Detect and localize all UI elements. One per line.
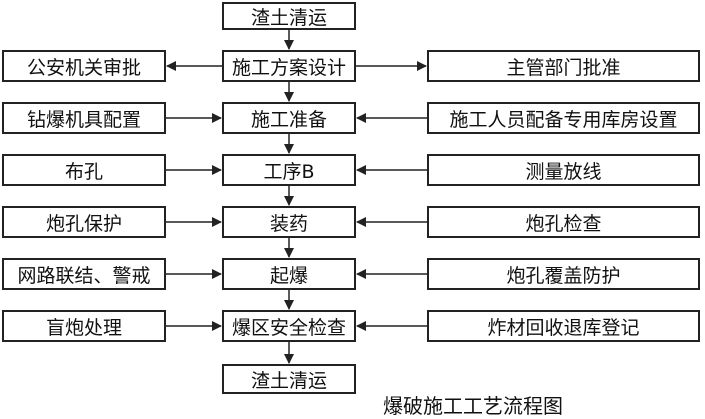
step-inspection: 爆区安全检查	[222, 310, 356, 342]
step-design: 施工方案设计	[222, 50, 356, 82]
left-item-hole-layout: 布孔	[2, 154, 166, 186]
step-clear-top: 渣土清运	[222, 2, 356, 30]
step-prep: 施工准备	[222, 102, 356, 134]
left-item-network-warning: 网路联结、警戒	[2, 258, 166, 290]
step-blasting: 起爆	[222, 258, 356, 290]
step-charging: 装药	[222, 206, 356, 238]
right-item-authority-approval: 主管部门批准	[427, 50, 700, 82]
right-item-cover-protection: 炮孔覆盖防护	[427, 258, 700, 290]
left-item-hole-protection: 炮孔保护	[2, 206, 166, 238]
diagram-caption: 爆破施工工艺流程图	[383, 394, 563, 418]
step-process-b: 工序B	[222, 154, 356, 186]
right-item-hole-check: 炮孔检查	[427, 206, 700, 238]
left-item-equipment: 钻爆机具配置	[2, 102, 166, 134]
left-item-misfire: 盲炮处理	[2, 310, 166, 342]
step-clear-bottom: 渣土清运	[222, 364, 356, 394]
right-item-survey: 测量放线	[427, 154, 700, 186]
left-item-approval: 公安机关审批	[2, 50, 166, 82]
right-item-staffing-storage: 施工人员配备专用库房设置	[427, 102, 700, 134]
right-item-material-return: 炸材回收退库登记	[427, 310, 700, 342]
